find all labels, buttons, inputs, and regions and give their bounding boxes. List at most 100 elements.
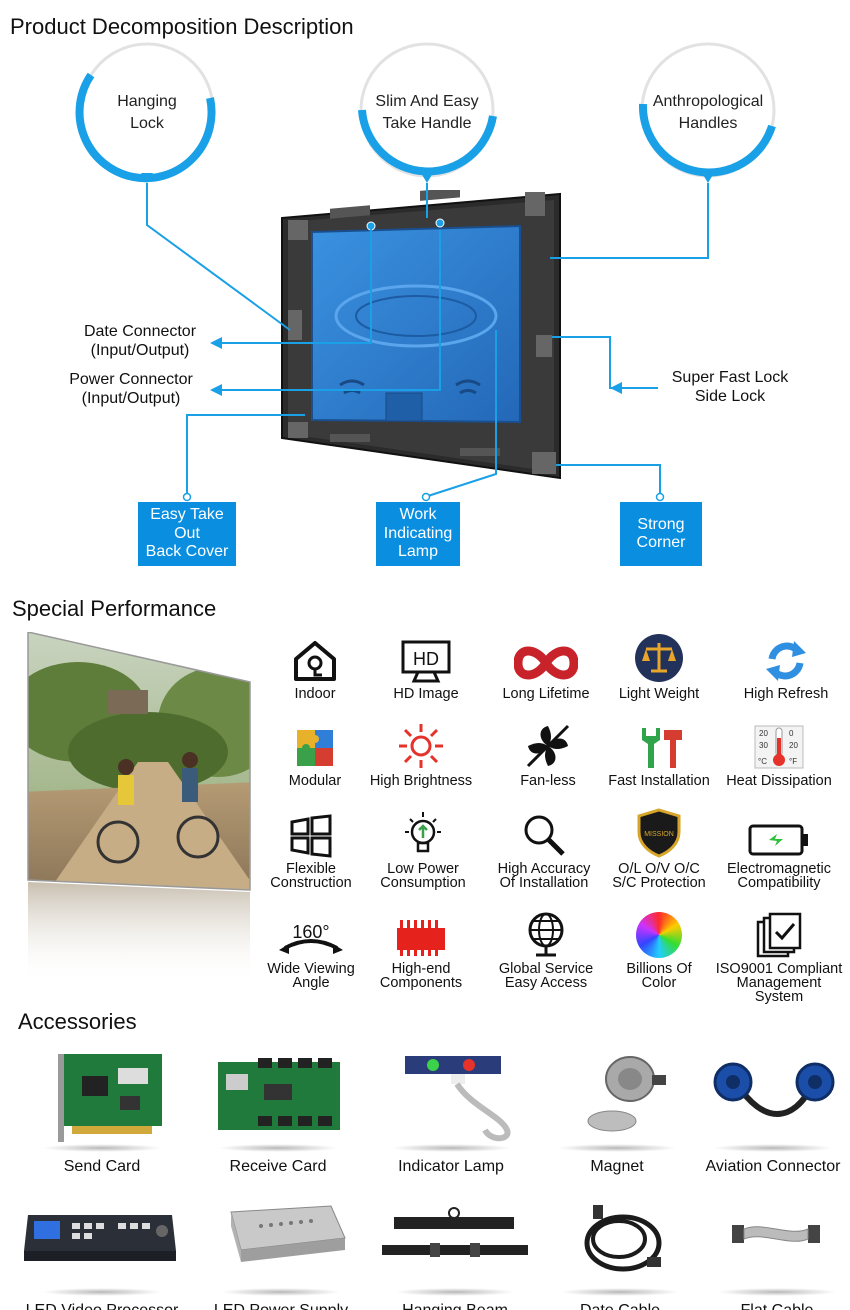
feature-label: ISO9001 Compliant Management System	[715, 961, 843, 1005]
strong-corner-label: Strong Corner	[636, 515, 686, 552]
refresh-icon	[766, 641, 806, 681]
thermo-mr: 20	[789, 741, 798, 750]
feature-long-lifetime: Long Lifetime	[481, 635, 611, 701]
aviation-connector-icon	[713, 1062, 835, 1117]
house-icon	[294, 641, 336, 681]
feature-fan-less: Fan-less	[483, 722, 613, 788]
accessory-label: Receive Card	[229, 1158, 327, 1175]
circle-label-anthropological: Anthropological Handles	[652, 93, 764, 132]
infinity-icon	[514, 646, 578, 680]
certificate-icon	[756, 912, 802, 958]
circle-rings	[75, 42, 776, 183]
feature-global-service: Global Service Easy Access	[481, 910, 611, 990]
feature-wide-viewing: 160° Wide Viewing Angle	[246, 910, 376, 990]
feature-label: Indoor	[294, 686, 336, 702]
power-connector-label: Power Connector (Input/Output)	[69, 371, 193, 407]
work-lamp-box: Work Indicating Lamp	[376, 502, 460, 566]
feature-billions-color: Billions Of Color	[594, 910, 724, 990]
accessory-video-processor: LED Video Processor	[17, 1188, 187, 1310]
feature-label: Fast Installation	[608, 773, 710, 789]
indicator-lamp-icon	[405, 1056, 511, 1142]
feature-modular: Modular	[250, 722, 380, 788]
accessory-label: Date Cable	[535, 1302, 705, 1310]
video-processor-icon	[24, 1215, 176, 1261]
feature-label: Low Power Consumption	[380, 861, 466, 891]
feature-label: Electromagnetic Compatibility	[727, 861, 831, 891]
shield-icon: MISSION	[637, 808, 681, 858]
feature-label: High Brightness	[369, 773, 473, 789]
puzzle-icon	[297, 730, 333, 766]
accessory-hanging-beam: Hanging Beam	[370, 1188, 540, 1310]
thermo-ml: 30	[759, 741, 768, 750]
circle-hanging-lock	[75, 42, 216, 183]
feature-protection: MISSION O/L O/V O/C S/C Protection	[594, 808, 724, 891]
decomposition-title: Product Decomposition Description	[10, 14, 354, 39]
feature-label: O/L O/V O/C S/C Protection	[612, 861, 706, 891]
feature-high-accuracy: High Accuracy Of Installation	[479, 810, 609, 890]
magnifier-icon	[524, 815, 565, 856]
feature-label: Light Weight	[618, 686, 700, 702]
shield-text: MISSION	[644, 831, 674, 838]
feature-label: Modular	[288, 773, 342, 789]
accessory-power-supply: LED Power Supply	[196, 1188, 366, 1310]
accessories-title: Accessories	[18, 1009, 137, 1034]
feature-label: High Refresh	[743, 686, 829, 702]
back-cover-label: Easy Take Out Back Cover	[145, 506, 229, 561]
accessory-label: Flat Cable	[692, 1302, 850, 1310]
feature-label: Wide Viewing Angle	[267, 961, 355, 991]
hd-text: HD	[413, 649, 439, 669]
circle-take-handle	[358, 42, 497, 183]
accessory-send-card: Send Card	[17, 1044, 187, 1176]
feature-label: High-end Components	[379, 961, 463, 991]
accessory-aviation-connector: Aviation Connector	[688, 1044, 850, 1176]
accessory-label: Hanging Beam	[370, 1302, 540, 1310]
feature-label: Long Lifetime	[502, 686, 590, 702]
feature-label: HD Image	[393, 686, 459, 702]
accessory-label: Indicator Lamp	[398, 1158, 504, 1175]
chip-icon	[397, 920, 445, 956]
magnet-icon	[587, 1056, 666, 1132]
feature-high-brightness: High Brightness	[356, 722, 486, 788]
led-cabinet-illustration	[281, 190, 561, 480]
feature-electromagnetic: Electromagnetic Compatibility	[714, 810, 844, 890]
thermo-tl: 20	[759, 729, 768, 738]
accessory-label: Send Card	[63, 1158, 141, 1175]
feature-label: High Accuracy Of Installation	[497, 861, 591, 891]
feature-label: Fan-less	[520, 773, 576, 789]
tools-icon	[642, 728, 682, 768]
feature-flexible-construction: Flexible Construction	[246, 810, 376, 890]
battery-icon	[748, 824, 808, 856]
feature-fast-installation: Fast Installation	[594, 722, 724, 788]
accessory-indicator-lamp: Indicator Lamp	[366, 1044, 536, 1176]
accessory-label: Aviation Connector	[705, 1158, 841, 1175]
circle-label-take-handle: Slim And Easy Take Handle	[375, 93, 479, 132]
thermo-br: °F	[789, 757, 797, 766]
accessory-receive-card: Receive Card	[193, 1044, 363, 1176]
accessory-flat-cable: Flat Cable	[692, 1188, 850, 1310]
accessory-label: Magnet	[590, 1158, 644, 1175]
circle-anthropological-handles	[638, 42, 776, 183]
performance-title: Special Performance	[12, 596, 217, 621]
flat-cable-icon	[732, 1225, 820, 1243]
feature-label: Flexible Construction	[270, 861, 352, 891]
feature-indoor: Indoor	[250, 635, 380, 701]
viewing-angle-icon: 160°	[279, 922, 343, 954]
thermo-tr: 0	[789, 729, 794, 738]
accessory-label: LED Video Processor	[17, 1302, 187, 1310]
accessory-label: LED Power Supply	[196, 1302, 366, 1310]
hd-monitor-icon: HD	[401, 640, 451, 683]
fan-icon	[526, 724, 570, 768]
feature-light-weight: Light Weight	[594, 634, 724, 702]
feature-iso9001: ISO9001 Compliant Management System	[714, 910, 844, 1004]
globe-icon	[528, 912, 564, 957]
color-wheel-icon	[636, 912, 682, 958]
thermometer-icon: 20 0 30 20 °C °F	[754, 725, 804, 769]
viewing-angle-badge: 160°	[292, 922, 329, 942]
sun-icon	[399, 724, 443, 768]
accessory-magnet: Magnet	[532, 1044, 702, 1176]
circle-label-hanging-lock: Hanging Lock	[117, 93, 177, 132]
feature-hd-image: HD HD Image	[361, 635, 491, 701]
display-photo	[27, 632, 251, 984]
thermo-bl: °C	[758, 757, 767, 766]
work-lamp-label: Work Indicating Lamp	[383, 506, 453, 561]
